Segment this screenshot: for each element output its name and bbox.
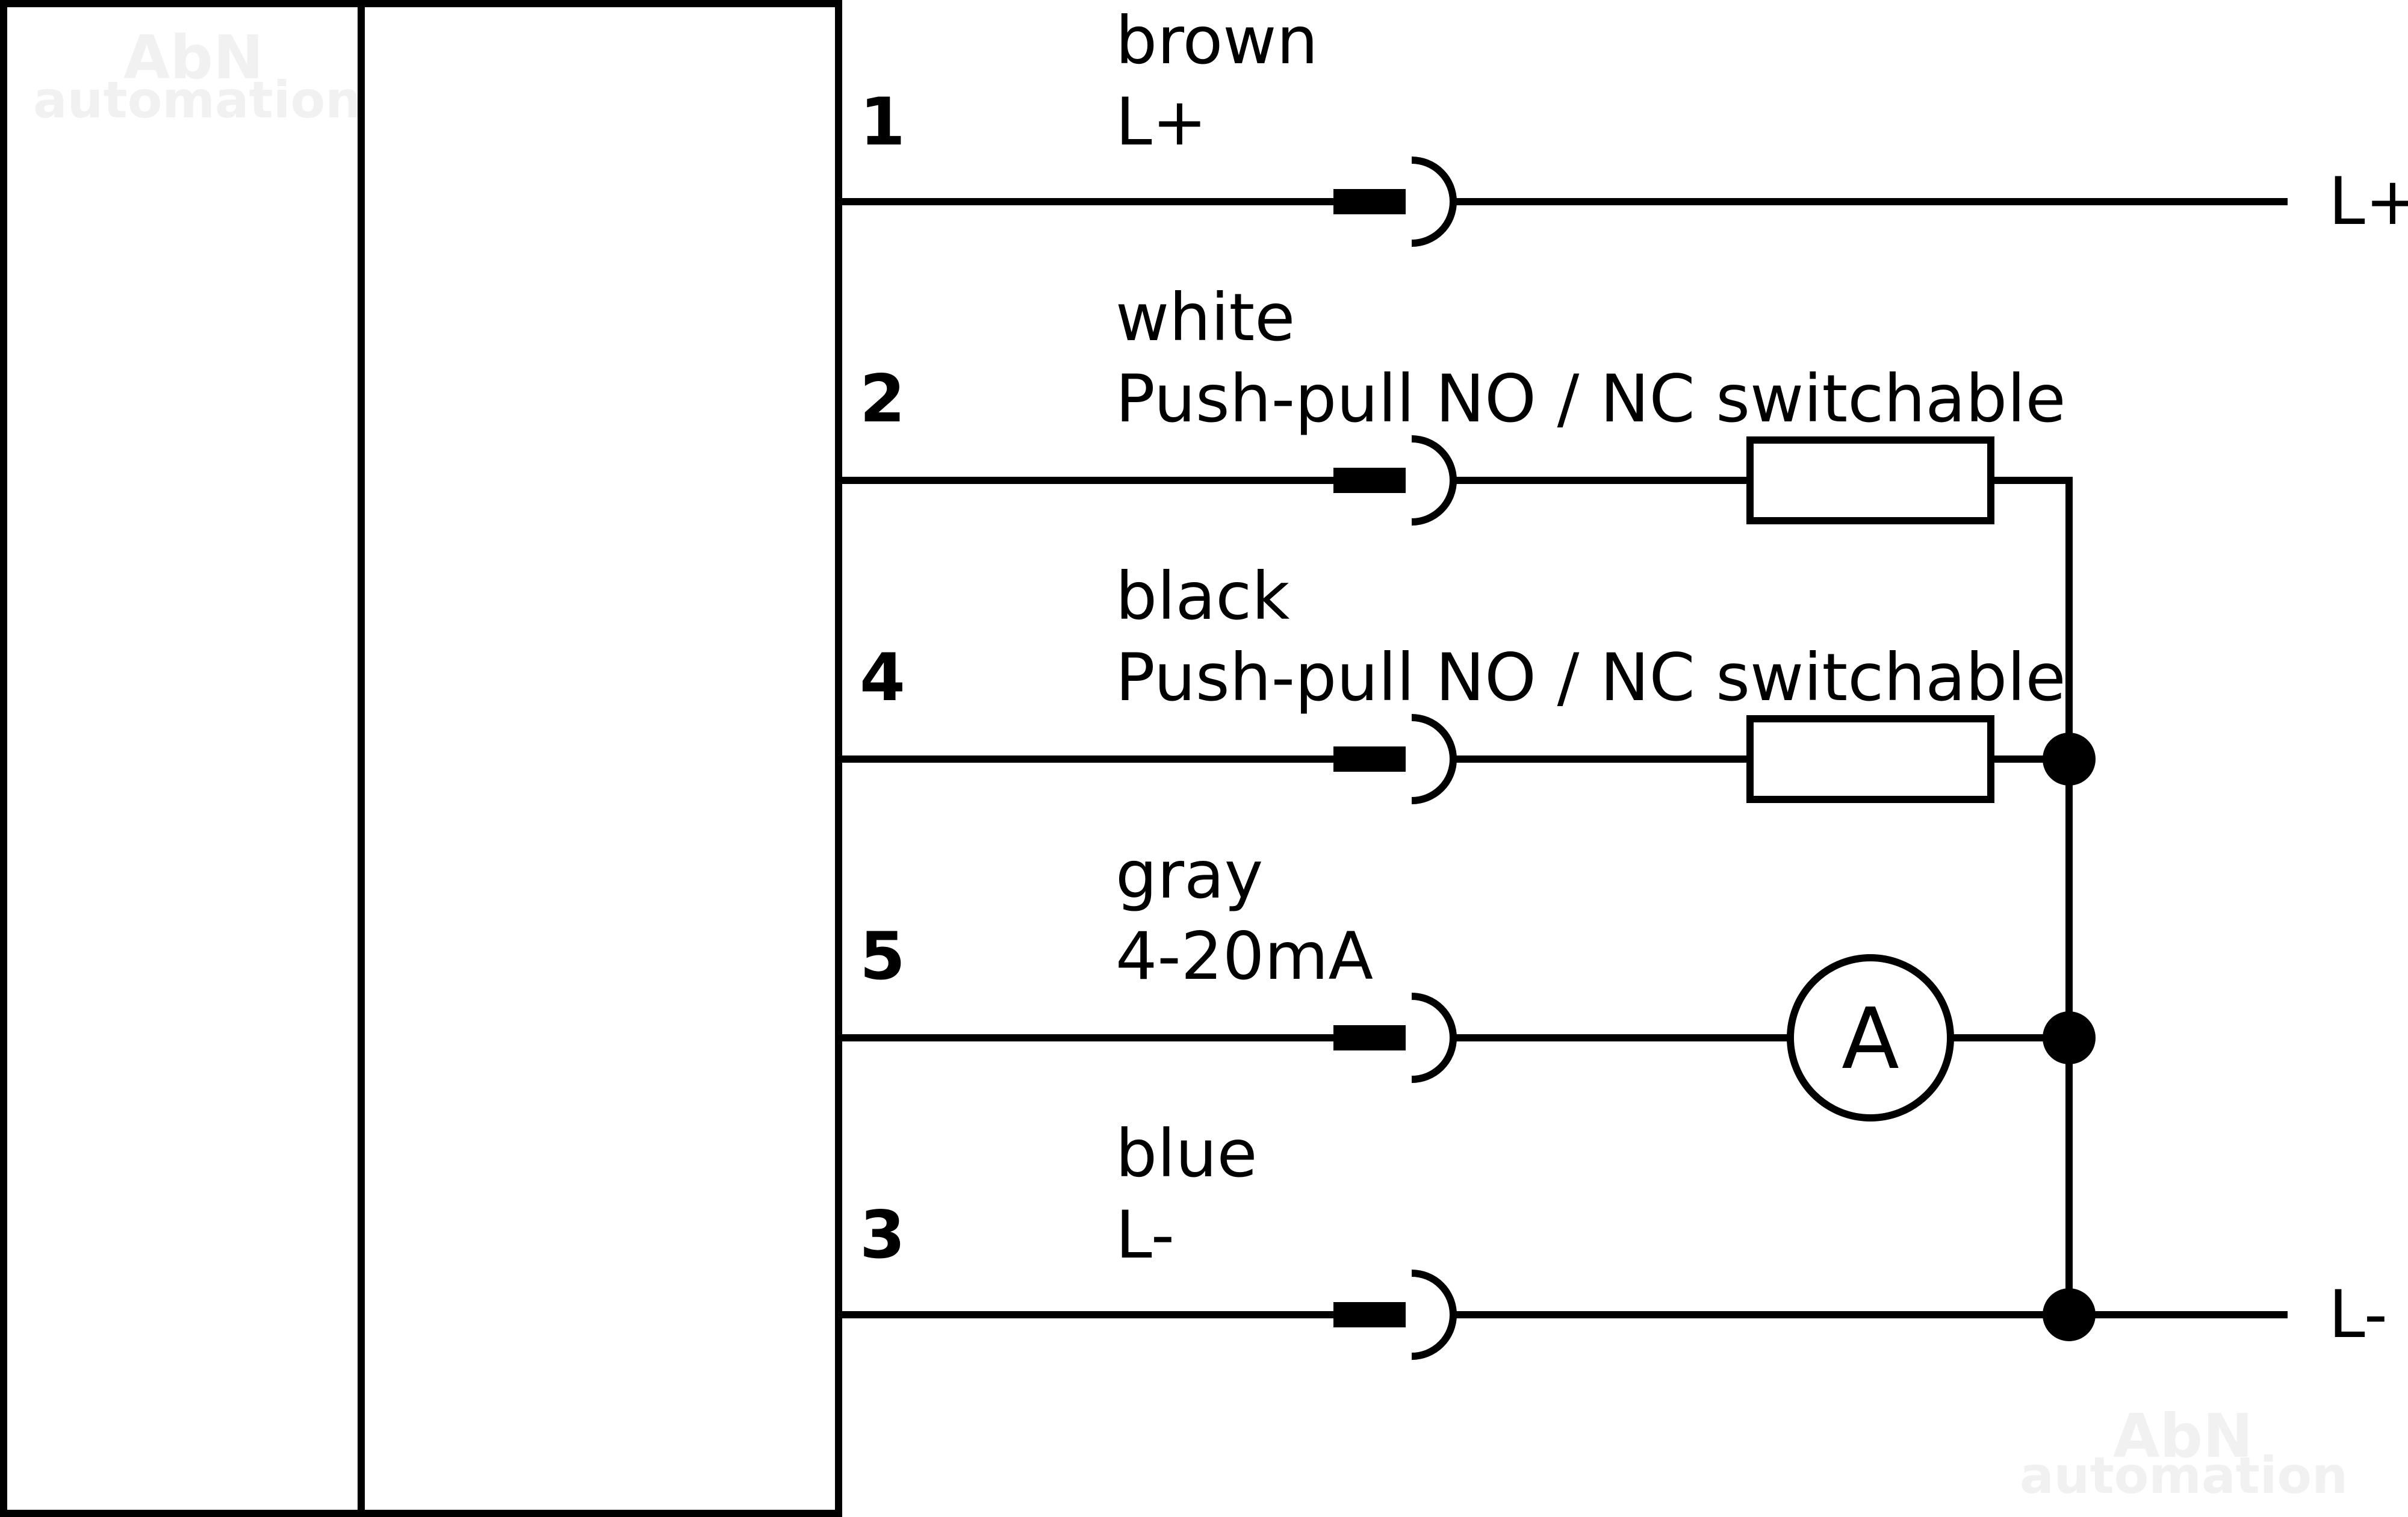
sensor-body xyxy=(0,0,842,1517)
connector-pin xyxy=(1333,189,1406,214)
load-resistor xyxy=(1746,436,1994,524)
ammeter-symbol: A xyxy=(1842,990,1899,1088)
wire-color-label: white xyxy=(1116,279,1295,356)
load-resistor xyxy=(1746,715,1994,803)
wire-signal-label: 4-20mA xyxy=(1116,918,1373,994)
wire-signal-label: Push-pull NO / NC switchable xyxy=(1116,639,2066,716)
wire-color-label: brown xyxy=(1116,2,1318,79)
connector-socket xyxy=(1411,435,1457,526)
connector-pin xyxy=(1333,746,1406,772)
wire-color-label: gray xyxy=(1116,837,1263,913)
wire-row-pin-1: 1 brown L+ xyxy=(839,2,2288,247)
wire-row-pin-2: 2 white Push-pull NO / NC switchable xyxy=(839,279,2073,759)
connector-pin xyxy=(1333,1302,1406,1327)
wire-color-label: black xyxy=(1116,558,1289,634)
wire-rows: 1 brown L+ 2 white Push-pull NO / NC swi… xyxy=(839,2,2288,1360)
watermark-brand: AbN xyxy=(2113,1401,2253,1471)
watermark-sub: automation xyxy=(33,70,361,129)
pin-number: 1 xyxy=(860,84,905,160)
connector-socket xyxy=(1411,714,1457,804)
watermark-top-left: AbN automation xyxy=(33,22,361,129)
connector-pin xyxy=(1333,1025,1406,1050)
watermark-brand: AbN xyxy=(123,22,264,93)
wire-color-label: blue xyxy=(1116,1115,1258,1192)
terminal-positive-label: L+ xyxy=(2329,163,2408,240)
connector-socket xyxy=(1411,1270,1457,1360)
connector-socket xyxy=(1411,993,1457,1083)
pin-number: 5 xyxy=(860,918,905,994)
pin-number: 2 xyxy=(860,361,905,437)
wire-row-pin-4: 4 black Push-pull NO / NC switchable xyxy=(839,558,2096,804)
pin-number: 4 xyxy=(860,639,905,716)
terminal-negative-label: L- xyxy=(2329,1276,2388,1353)
pin-number: 3 xyxy=(860,1197,905,1273)
connector-socket xyxy=(1411,157,1457,247)
wire-row-pin-5: 5 gray 4-20mA A xyxy=(839,837,2096,1121)
wire-signal-label: L- xyxy=(1116,1197,1175,1273)
watermark-sub: automation xyxy=(2020,1446,2348,1505)
wire-line xyxy=(1991,477,2073,759)
watermark-bottom-right: AbN automation xyxy=(2020,1401,2348,1505)
wire-signal-label: Push-pull NO / NC switchable xyxy=(1116,361,2066,437)
sensor-block xyxy=(0,0,842,1517)
connector-pin xyxy=(1333,468,1406,493)
wire-signal-label: L+ xyxy=(1116,84,1207,160)
